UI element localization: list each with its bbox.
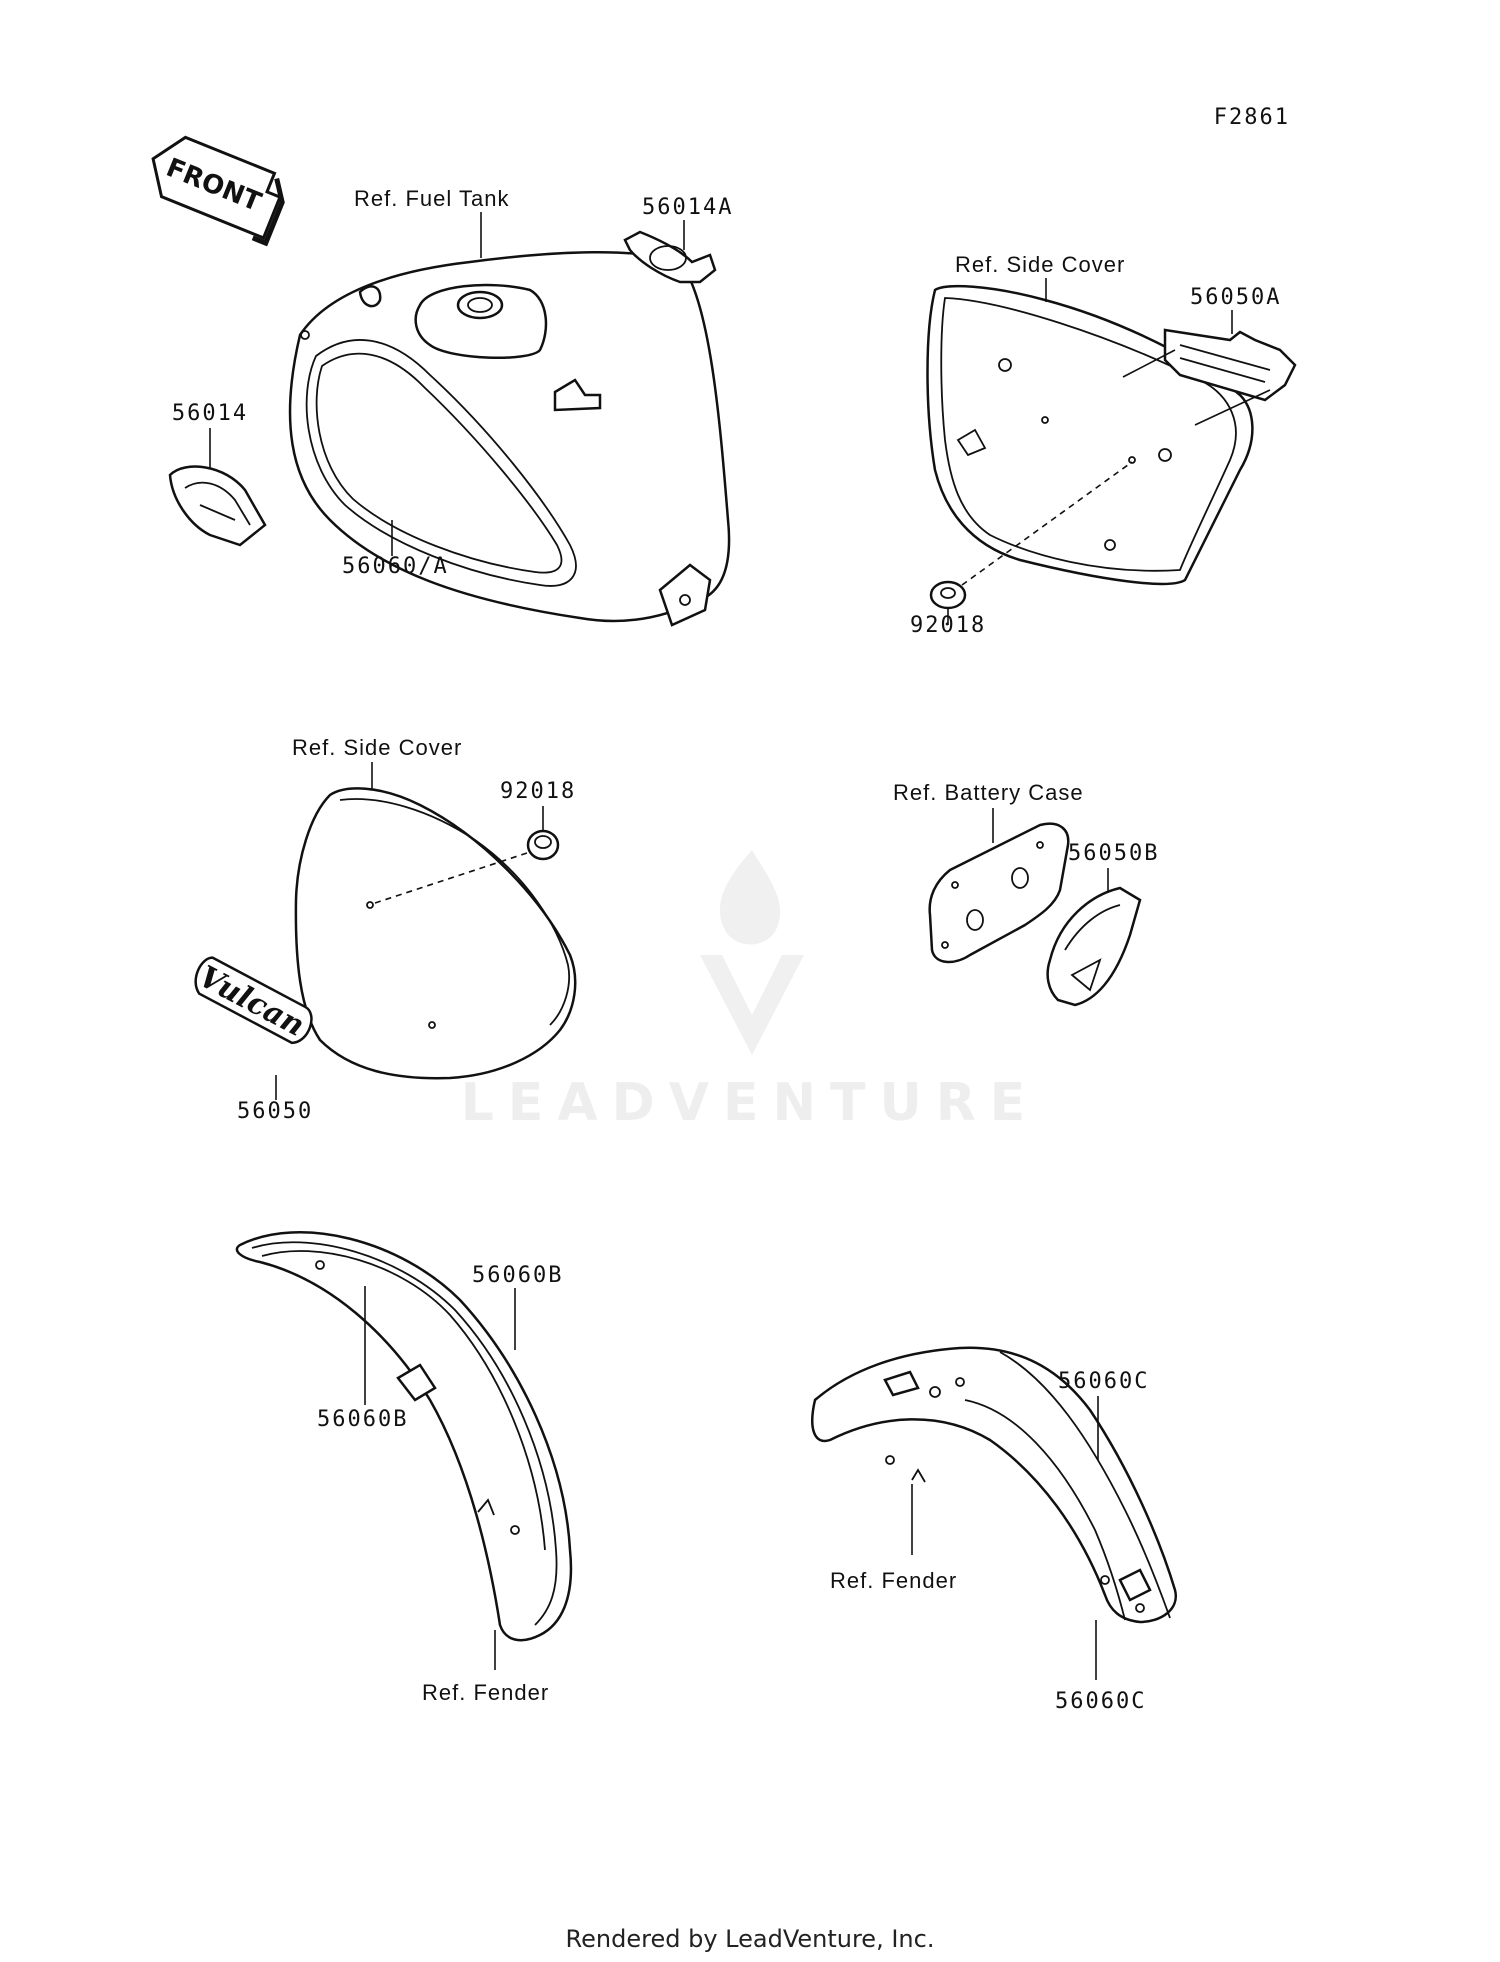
- watermark-flame-icon: [719, 850, 781, 945]
- fuel-tank: [288, 250, 731, 627]
- part-56060A: 56060/A: [342, 554, 449, 579]
- rear-fender: [811, 1346, 1177, 1624]
- part-56060C-bottom: 56060C: [1055, 1689, 1146, 1714]
- fuel-tank-ref-label: Ref. Fuel Tank: [354, 186, 509, 211]
- emblem-56014A: [623, 230, 717, 284]
- side-cover-right-ref-label: Ref. Side Cover: [955, 252, 1125, 277]
- emblem-56014: [168, 465, 267, 547]
- part-92018-left: 92018: [500, 779, 576, 804]
- front-fender: [235, 1231, 573, 1642]
- front-arrow-icon: FRONT: [151, 135, 285, 247]
- part-56050: 56050: [237, 1099, 313, 1124]
- part-56060B-outer: 56060B: [472, 1263, 563, 1288]
- front-fender-ref-label: Ref. Fender: [422, 1680, 549, 1705]
- watermark: LEADVENTURE: [461, 850, 1040, 1133]
- grommet-92018-right: [929, 580, 967, 610]
- part-56014: 56014: [172, 401, 248, 426]
- watermark-v-icon: [700, 955, 804, 1055]
- watermark-text: LEADVENTURE: [461, 1073, 1040, 1133]
- footer-credit: Rendered by LeadVenture, Inc.: [566, 1925, 935, 1953]
- grommet-92018-left: [526, 829, 560, 861]
- side-cover-left: [294, 787, 577, 1080]
- part-56050B: 56050B: [1068, 841, 1159, 866]
- rear-fender-ref-label: Ref. Fender: [830, 1568, 957, 1593]
- side-cover-right: [926, 284, 1254, 586]
- part-56060B-inner: 56060B: [317, 1407, 408, 1432]
- side-cover-left-ref-label: Ref. Side Cover: [292, 735, 462, 760]
- emblem-56050A: [1163, 328, 1297, 402]
- battery-case-ref-label: Ref. Battery Case: [893, 780, 1084, 805]
- battery-case: [928, 822, 1070, 964]
- part-56050A: 56050A: [1190, 285, 1281, 310]
- part-92018-right: 92018: [910, 613, 986, 638]
- part-56060C-top: 56060C: [1058, 1369, 1149, 1394]
- diagram-code: F2861: [1214, 105, 1290, 130]
- part-56014A: 56014A: [642, 195, 733, 220]
- emblem-56050B: [1046, 886, 1142, 1007]
